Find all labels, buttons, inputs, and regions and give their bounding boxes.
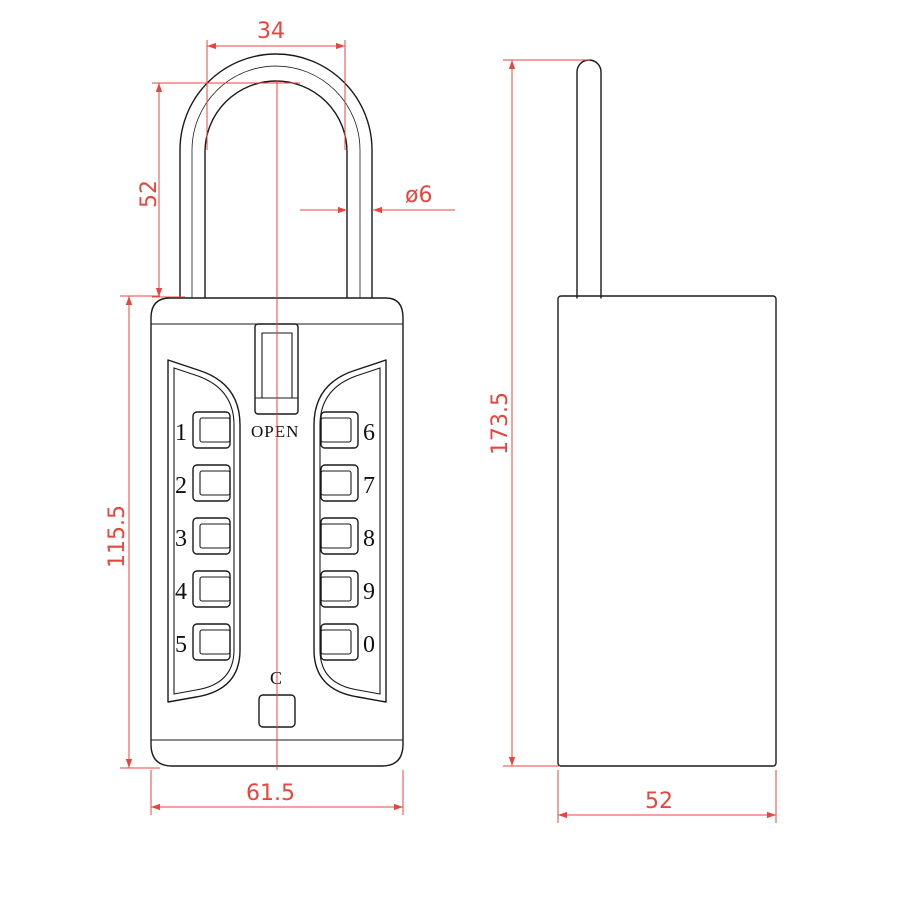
- dim-value: 34: [257, 19, 285, 44]
- dim-value: 52: [137, 180, 162, 208]
- right-keys: 6 7 8 9 0: [320, 411, 375, 661]
- shackle: [179, 53, 373, 299]
- key-label: 8: [363, 526, 375, 552]
- key-6[interactable]: 6: [320, 411, 375, 449]
- key-label: 7: [363, 473, 375, 499]
- dim-shackle-height: 52: [137, 82, 300, 298]
- side-view: [557, 59, 777, 767]
- dim-shackle-width: 34: [206, 19, 346, 150]
- dimensions: 34 52 ø6 115.5 61.5: [105, 19, 777, 823]
- side-shackle: [576, 59, 602, 299]
- left-keypad-panel: [167, 359, 241, 703]
- key-label: 1: [175, 420, 187, 446]
- clear-label: C: [270, 668, 282, 688]
- front-view: 1 2 3 4 5: [150, 53, 404, 767]
- dim-value: 115.5: [105, 505, 130, 568]
- dim-depth: 52: [557, 770, 777, 823]
- right-keypad-panel: [313, 359, 387, 703]
- key-1[interactable]: 1: [175, 411, 231, 449]
- key-9[interactable]: 9: [320, 570, 375, 608]
- dim-body-height: 115.5: [105, 295, 160, 769]
- key-7[interactable]: 7: [320, 464, 375, 502]
- key-0[interactable]: 0: [320, 623, 375, 661]
- key-3[interactable]: 3: [175, 517, 231, 555]
- key-5[interactable]: 5: [175, 623, 231, 661]
- dim-value: ø6: [405, 183, 432, 208]
- key-label: 4: [175, 579, 187, 605]
- dim-body-width: 61.5: [150, 770, 404, 815]
- dim-value: 52: [645, 789, 673, 814]
- key-label: 3: [175, 526, 187, 552]
- dim-value: 173.5: [488, 392, 513, 455]
- side-body: [557, 295, 777, 767]
- left-keys: 1 2 3 4 5: [175, 411, 231, 661]
- key-label: 5: [175, 632, 187, 658]
- key-label: 6: [363, 420, 375, 446]
- dim-shackle-diameter: ø6: [300, 183, 455, 214]
- key-2[interactable]: 2: [175, 464, 231, 502]
- dim-total-height: 173.5: [488, 59, 590, 767]
- key-8[interactable]: 8: [320, 517, 375, 555]
- key-label: 9: [363, 579, 375, 605]
- open-label: OPEN: [251, 422, 299, 441]
- dim-value: 61.5: [246, 781, 295, 806]
- key-label: 2: [175, 473, 187, 499]
- key-label: 0: [363, 632, 375, 658]
- key-4[interactable]: 4: [175, 570, 231, 608]
